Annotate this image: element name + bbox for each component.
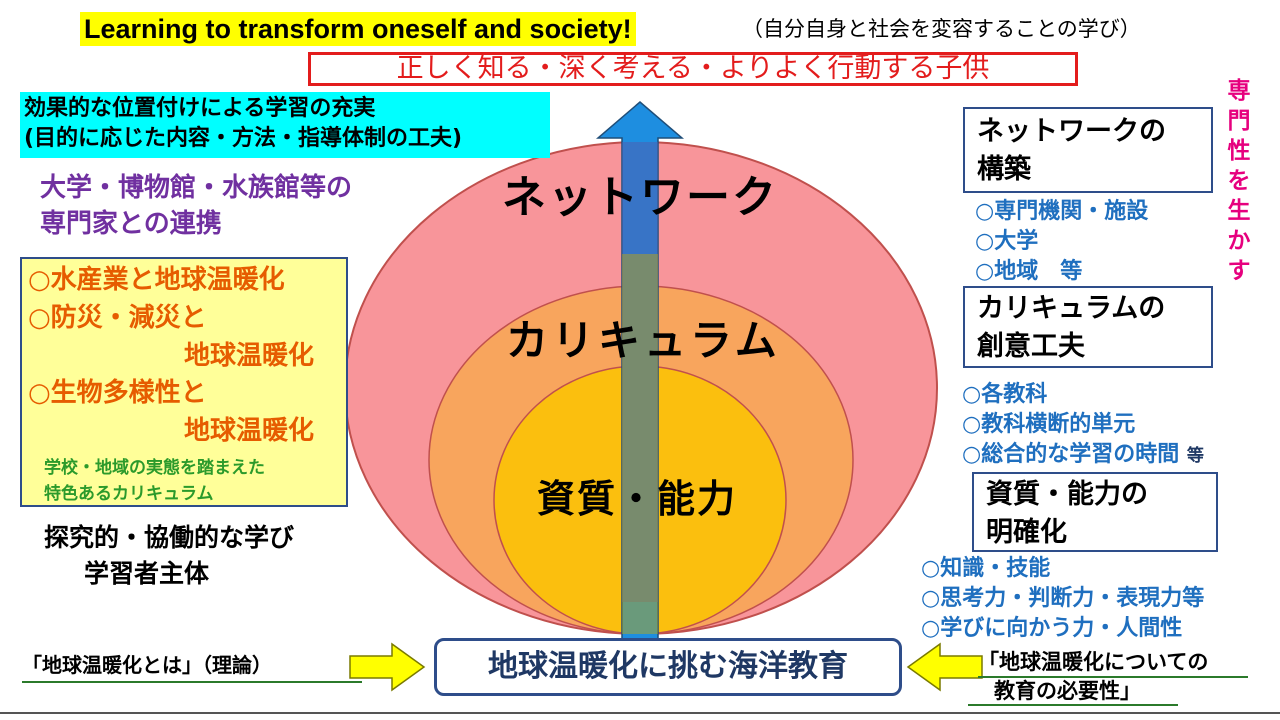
curriculum-etc: 等 bbox=[1186, 446, 1204, 466]
curriculum-themes-box: ○水産業と地球温暖化 ○防災・減災と 地球温暖化 ○生物多様性と 地球温暖化 学… bbox=[20, 257, 348, 507]
curriculum-item-1: ○各教科 bbox=[962, 382, 1048, 407]
inquiry-learning: 探究的・協働的な学び 学習者主体 bbox=[44, 520, 294, 592]
expert-collaboration: 大学・博物館・水族館等の 専門家との連携 bbox=[40, 170, 352, 242]
ability-item-3: ○学びに向かう力・人間性 bbox=[921, 616, 1183, 641]
ability-item-1: ○知識・技能 bbox=[921, 556, 1051, 581]
theme-biodiversity-cont: 地球温暖化 bbox=[184, 416, 315, 446]
label-ability: 資質・能力 bbox=[537, 477, 738, 521]
vertical-char-1: 専 bbox=[1227, 78, 1251, 104]
title-english: Learning to transform oneself and societ… bbox=[80, 12, 636, 46]
vertical-char-4: を bbox=[1227, 168, 1251, 194]
curriculum-box-line-1: カリキュラムの bbox=[977, 293, 1166, 324]
need-line-2: 教育の必要性」 bbox=[994, 679, 1141, 703]
network-box-line-2: 構築 bbox=[977, 154, 1031, 185]
theory-underline bbox=[22, 681, 362, 683]
vertical-char-5: 生 bbox=[1227, 198, 1251, 224]
label-curriculum: カリキュラム bbox=[506, 316, 781, 365]
vertical-char-7: す bbox=[1227, 258, 1251, 284]
theme-fisheries: ○水産業と地球温暖化 bbox=[28, 265, 285, 295]
label-network: ネットワーク bbox=[502, 172, 778, 223]
inquiry-line-2: 学習者主体 bbox=[84, 559, 210, 588]
ability-item-2: ○思考力・判断力・表現力等 bbox=[921, 586, 1205, 611]
need-underline-1 bbox=[978, 676, 1248, 678]
need-line-1: 「地球温暖化についての bbox=[978, 650, 1209, 674]
title-japanese: （自分自身と社会を変容することの学び） bbox=[742, 17, 1141, 41]
curriculum-note-1: 学校・地域の実態を踏まえた bbox=[44, 458, 265, 478]
education-need-label: 「地球温暖化についての 教育の必要性」 bbox=[978, 648, 1208, 706]
cyan-line-2: (目的に応じた内容・方法・指導体制の工夫) bbox=[24, 126, 463, 151]
bottom-rule bbox=[0, 712, 1280, 714]
goal-box: 正しく知る・深く考える・よりよく行動する子供 bbox=[308, 52, 1078, 86]
vertical-char-2: 門 bbox=[1227, 108, 1251, 134]
effective-positioning-header: 効果的な位置付けによる学習の充実 (目的に応じた内容・方法・指導体制の工夫) bbox=[20, 92, 550, 158]
cyan-line-1: 効果的な位置付けによる学習の充実 bbox=[24, 96, 376, 121]
curriculum-note-2: 特色あるカリキュラム bbox=[44, 484, 214, 504]
ability-box-line-1: 資質・能力の bbox=[986, 479, 1148, 510]
right-arrow-icon bbox=[349, 642, 426, 692]
theory-label: 「地球温暖化とは」（理論） bbox=[22, 653, 272, 677]
network-building-box: ネットワークの 構築 bbox=[963, 107, 1213, 193]
arrow-overlay-inner bbox=[622, 254, 658, 634]
arrow-overlay-outer bbox=[622, 142, 658, 602]
inquiry-line-1: 探究的・協働的な学び bbox=[44, 523, 295, 552]
collab-line-2: 専門家との連携 bbox=[40, 209, 222, 239]
left-arrow-icon bbox=[906, 642, 983, 692]
ability-list: ○知識・技能 ○思考力・判断力・表現力等 ○学びに向かう力・人間性 bbox=[921, 554, 1204, 644]
curriculum-item-2: ○教科横断的単元 bbox=[962, 412, 1136, 437]
curriculum-list: ○各教科 ○教科横断的単元 ○総合的な学習の時間 等 bbox=[962, 380, 1204, 471]
network-item-2: ○大学 bbox=[975, 229, 1039, 254]
vertical-char-3: 性 bbox=[1227, 138, 1251, 164]
curriculum-item-3-text: ○総合的な学習の時間 bbox=[962, 442, 1180, 467]
network-item-1: ○専門機関・施設 bbox=[975, 199, 1149, 224]
theme-biodiversity: ○生物多様性と bbox=[28, 378, 207, 408]
theme-disaster: ○防災・減災と bbox=[28, 303, 207, 333]
use-expertise-vertical: 専 門 性 を 生 か す bbox=[1222, 76, 1256, 286]
ability-box-line-2: 明確化 bbox=[986, 517, 1067, 548]
ability-clarification-box: 資質・能力の 明確化 bbox=[972, 472, 1218, 552]
vertical-char-6: か bbox=[1227, 228, 1251, 254]
theme-disaster-cont: 地球温暖化 bbox=[184, 341, 315, 371]
need-underline-2 bbox=[968, 704, 1178, 706]
curriculum-item-3: ○総合的な学習の時間 等 bbox=[962, 440, 1204, 471]
curriculum-box-line-2: 創意工夫 bbox=[977, 331, 1085, 362]
network-list: ○専門機関・施設 ○大学 ○地域 等 bbox=[975, 197, 1148, 287]
network-box-line-1: ネットワークの bbox=[977, 116, 1166, 147]
collab-line-1: 大学・博物館・水族館等の bbox=[40, 173, 353, 203]
curriculum-creativity-box: カリキュラムの 創意工夫 bbox=[963, 286, 1213, 368]
ocean-education-box: 地球温暖化に挑む海洋教育 bbox=[434, 638, 902, 696]
network-item-3: ○地域 等 bbox=[975, 259, 1083, 284]
